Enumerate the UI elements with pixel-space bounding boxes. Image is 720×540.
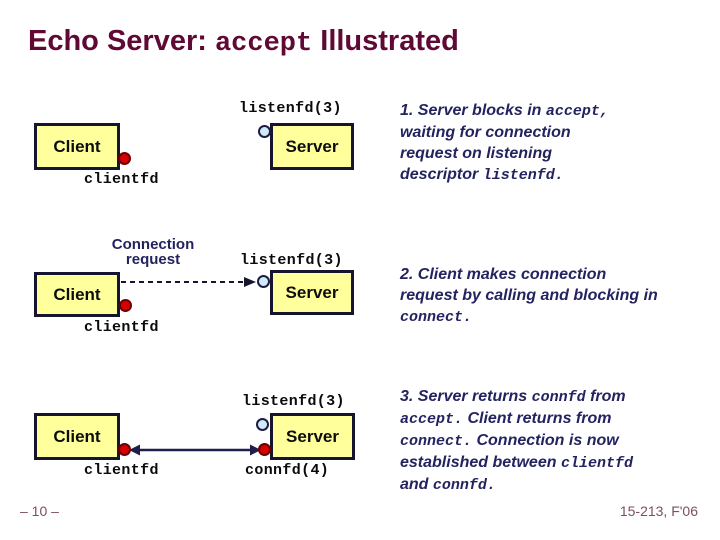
step-3-text: 3. Server returns connfd from accept. Cli… <box>400 386 712 496</box>
server-box-row2: Server <box>270 270 354 315</box>
connfd-label: connfd(4) <box>245 462 330 479</box>
client-socket-dot-icon <box>118 443 131 456</box>
server-box-label: Server <box>285 282 339 302</box>
connection-request-dashed-arrow <box>121 277 256 287</box>
step-text-line: request by calling and blocking in <box>400 287 658 304</box>
connection-request-line2: request <box>125 251 181 268</box>
connection-request-label: Connection request <box>93 237 213 267</box>
step-text-line: descriptor listenfd. <box>400 166 564 184</box>
step-text-line: waiting for connection <box>400 124 571 141</box>
step-text-line: 3. Server returns connfd from <box>400 388 626 406</box>
title-text-prefix: Echo Server: <box>28 25 215 57</box>
client-box-label: Client <box>53 284 101 304</box>
step-1-text: 1. Server blocks in accept, waiting for c… <box>400 100 712 186</box>
client-socket-dot-icon <box>118 152 131 165</box>
step-text-line: 2. Client makes connection <box>400 266 607 283</box>
clientfd-label-row3: clientfd <box>84 462 159 479</box>
step-text-line: 1. Server blocks in accept, <box>400 102 609 120</box>
step-text-line: request on listening <box>400 145 553 162</box>
listening-socket-circle-icon <box>258 125 271 138</box>
title-accept-mono: accept <box>214 29 313 59</box>
footer-course-label: 15-213, F'06 <box>619 503 698 519</box>
step-2-text: 2. Client makes connection request by cal… <box>400 264 712 328</box>
clientfd-label-row2: clientfd <box>84 319 159 336</box>
step-text-line: connect. <box>400 309 473 326</box>
title-text-suffix: Illustrated <box>312 25 459 57</box>
client-box-label: Client <box>53 426 101 446</box>
client-box-row3: Client <box>34 413 120 460</box>
listenfd-label-row1: listenfd(3) <box>239 100 342 117</box>
listenfd-label-row3: listenfd(3) <box>242 393 345 410</box>
listenfd-label-row2: listenfd(3) <box>240 252 343 269</box>
connection-request-line1: Connection <box>111 236 195 253</box>
step-text-line: connect. Connection is now <box>400 432 619 450</box>
client-box-row1: Client <box>34 123 120 170</box>
clientfd-label-row1: clientfd <box>84 171 159 188</box>
server-box-row3: Server <box>270 413 355 460</box>
footer-page-number: – 10 – <box>20 503 59 519</box>
listening-socket-circle-icon <box>257 275 270 288</box>
client-box-label: Client <box>53 136 101 156</box>
listening-socket-circle-icon <box>256 418 269 431</box>
server-box-label: Server <box>285 136 339 156</box>
server-box-row1: Server <box>270 123 354 170</box>
step-text-line: established between clientfd <box>400 454 633 472</box>
step-text-line: and connfd. <box>400 476 496 494</box>
server-connfd-dot-icon <box>258 443 271 456</box>
server-box-label: Server <box>286 426 339 446</box>
step-text-line: accept. Client returns from <box>400 410 612 428</box>
client-socket-dot-icon <box>119 299 132 312</box>
slide-title: Echo Server: accept Illustrated <box>28 24 459 61</box>
established-connection-arrow <box>129 444 261 456</box>
client-box-row2: Client <box>34 272 120 317</box>
